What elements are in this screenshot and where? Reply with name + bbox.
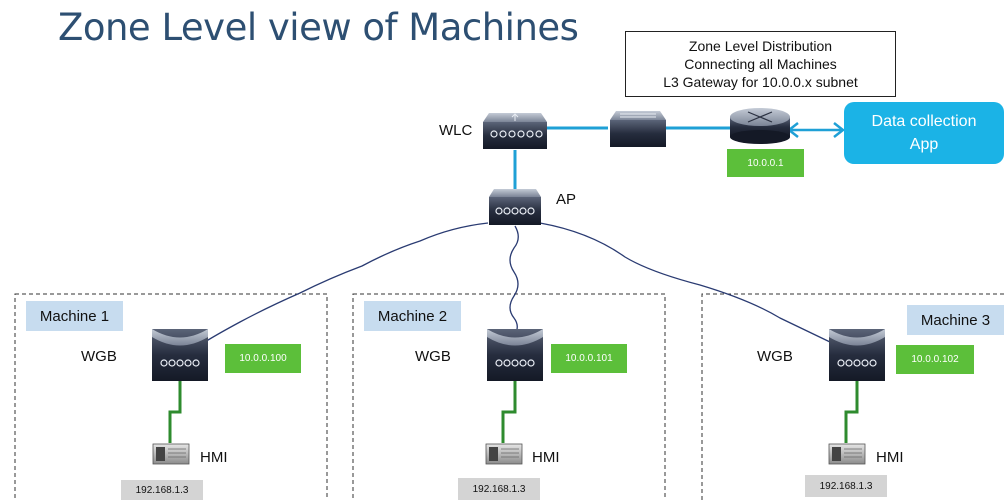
wgb-3-ip-badge: 10.0.0.102 bbox=[896, 345, 974, 374]
wgb-1-label: WGB bbox=[81, 348, 117, 365]
wlc-label: WLC bbox=[439, 122, 473, 139]
wgb-device-1[interactable] bbox=[152, 329, 208, 381]
ap-label: AP bbox=[556, 191, 577, 208]
wgb-2-label: WGB bbox=[415, 348, 451, 365]
machine-1-label: Machine 1 bbox=[26, 301, 123, 331]
distribution-line-3: L3 Gateway for 10.0.0.x subnet bbox=[663, 74, 858, 90]
uplinks bbox=[513, 126, 730, 192]
hmi-2-ip-badge: 192.168.1.3 bbox=[458, 478, 540, 500]
app-line-2: App bbox=[909, 136, 939, 153]
router-ip-badge: 10.0.0.1 bbox=[727, 149, 804, 177]
router-device[interactable] bbox=[730, 108, 790, 144]
wired-links bbox=[168, 381, 859, 443]
machine-1-zone bbox=[14, 293, 328, 500]
hmi-device-3[interactable] bbox=[828, 443, 866, 465]
app-link-arrow bbox=[786, 122, 846, 138]
data-collection-app[interactable]: Data collection App bbox=[844, 102, 1004, 164]
machine-2-label: Machine 2 bbox=[364, 301, 461, 331]
hmi-3-label: HMI bbox=[876, 449, 904, 466]
wgb-device-3[interactable] bbox=[829, 329, 885, 381]
wgb-1-ip-badge: 10.0.0.100 bbox=[225, 344, 301, 373]
machine-2-zone bbox=[352, 293, 666, 500]
page-title: Zone Level view of Machines bbox=[58, 6, 579, 49]
distribution-line-2: Connecting all Machines bbox=[684, 56, 837, 72]
wireless-links bbox=[199, 222, 831, 346]
wgb-2-ip-badge: 10.0.0.101 bbox=[551, 344, 627, 373]
switch-device[interactable] bbox=[610, 111, 666, 147]
hmi-device-1[interactable] bbox=[152, 443, 190, 465]
hmi-1-ip-badge: 192.168.1.3 bbox=[121, 480, 203, 500]
app-line-1: Data collection bbox=[871, 113, 977, 130]
distribution-line-1: Zone Level Distribution bbox=[688, 38, 833, 54]
hmi-3-ip-badge: 192.168.1.3 bbox=[805, 475, 887, 497]
wlc-device[interactable] bbox=[483, 113, 547, 149]
distribution-description-box: Zone Level Distribution Connecting all M… bbox=[625, 31, 896, 97]
wgb-device-2[interactable] bbox=[487, 329, 543, 381]
wgb-3-label: WGB bbox=[757, 348, 793, 365]
access-point-device[interactable] bbox=[489, 189, 541, 225]
hmi-2-label: HMI bbox=[532, 449, 560, 466]
hmi-device-2[interactable] bbox=[485, 443, 523, 465]
hmi-1-label: HMI bbox=[200, 449, 228, 466]
machine-3-zone bbox=[701, 293, 1004, 500]
machine-3-label: Machine 3 bbox=[907, 305, 1004, 335]
